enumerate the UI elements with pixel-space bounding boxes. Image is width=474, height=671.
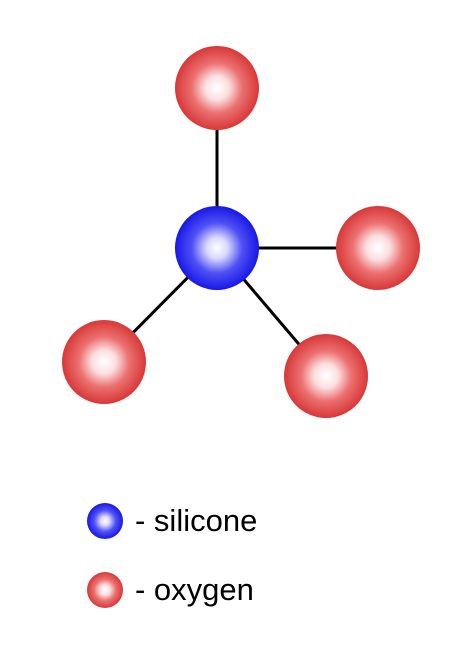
legend-oxygen: - oxygen xyxy=(85,570,254,610)
sio4-tetrahedron-diagram xyxy=(62,46,420,418)
legend-oxygen-label: - oxygen xyxy=(135,572,254,607)
oxygen-atom-right xyxy=(336,206,420,290)
oxygen-atom-lower-right xyxy=(284,334,368,418)
oxygen-atom-lower-left xyxy=(62,320,146,404)
oxygen-swatch-icon xyxy=(87,572,123,608)
silicon-swatch-icon xyxy=(87,503,123,539)
silicon-atom-center xyxy=(175,206,259,290)
oxygen-atom-top xyxy=(175,46,259,130)
legend-silicon: - silicone xyxy=(85,501,257,541)
legend-silicon-label: - silicone xyxy=(135,503,258,538)
